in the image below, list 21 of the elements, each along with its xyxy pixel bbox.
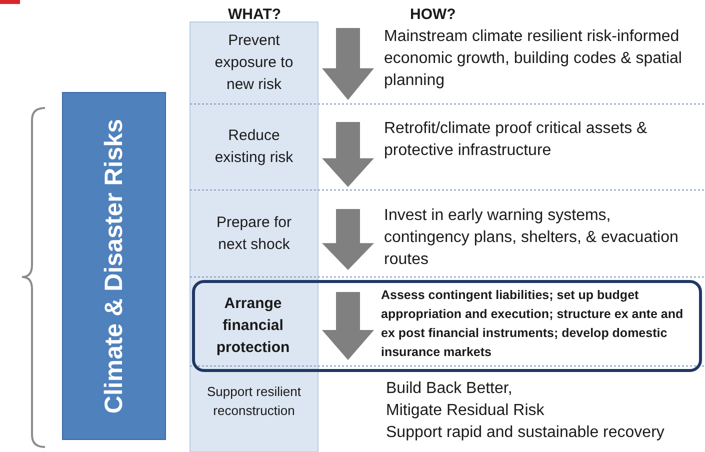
block-arrow	[322, 292, 374, 360]
step-name: Prepare for next shock	[215, 213, 293, 255]
category-box	[62, 92, 166, 440]
column-header: WHAT?	[228, 6, 282, 23]
highlight-box	[192, 280, 702, 372]
action-text: Support rapid and sustainable recovery	[386, 423, 666, 443]
step-name: Prevent exposure to new risk	[214, 31, 294, 95]
category-title: Climate & Disaster Risks	[99, 118, 129, 414]
step-name: Arrange financial protection	[215, 294, 291, 358]
action-text: Assess contingent liabilities; set up budget appropriation and execution; structure ex ante and ex post financial instruments; develop domestic insurance markets	[381, 287, 684, 361]
step-name: Support resilient reconstruction	[206, 383, 302, 420]
column-header: HOW?	[410, 6, 456, 23]
step-name: Reduce existing risk	[214, 126, 294, 168]
action-text: Mitigate Residual Risk	[386, 401, 546, 421]
action-text: Retrofit/climate proof critical assets & protective infrastructure	[384, 119, 648, 161]
block-arrow	[322, 209, 374, 270]
block-arrow	[322, 28, 374, 100]
action-text: Invest in early warning systems, contingency plans, shelters, & evacuation routes	[384, 206, 680, 270]
action-text: Build Back Better,	[386, 379, 514, 399]
block-arrow	[322, 122, 374, 187]
action-text: Mainstream climate resilient risk-informed economic growth, building codes & spatial planning	[384, 27, 683, 91]
